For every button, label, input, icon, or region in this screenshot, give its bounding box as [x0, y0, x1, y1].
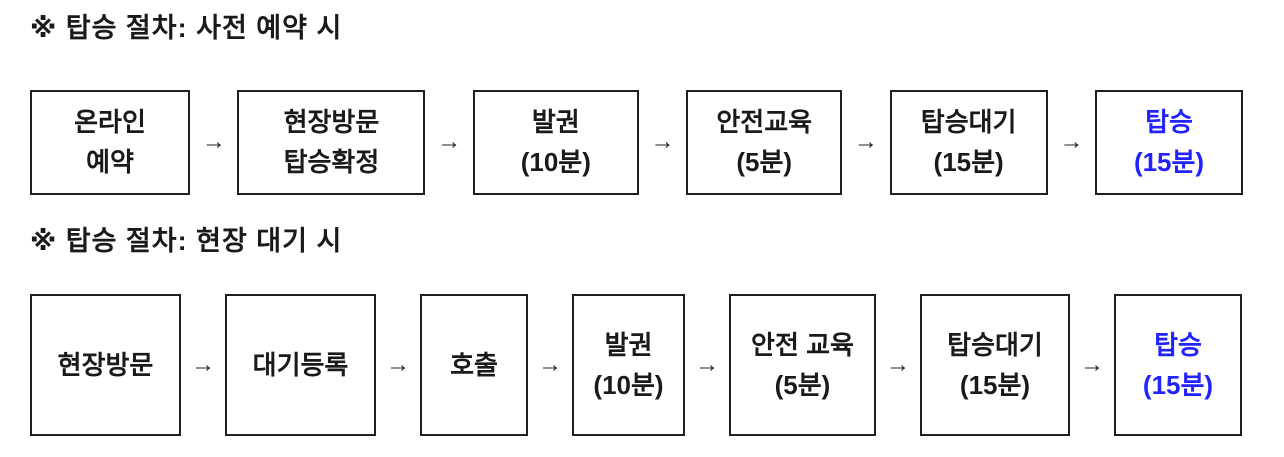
step-label: 발권	[604, 330, 653, 361]
step-label: 현장방문	[283, 106, 380, 137]
step-label: 호출	[450, 350, 498, 381]
step-label: (10분)	[520, 147, 591, 178]
arrow-right-icon: →	[1059, 128, 1084, 156]
step-label: 발권	[531, 106, 580, 137]
flow-step-ticketing: 발권 (10분)	[472, 89, 639, 195]
section-title-reservation: ※ 탑승 절차: 사전 예약 시	[30, 13, 343, 43]
step-label: 탑승	[1145, 106, 1193, 137]
flow-step-safety-training: 안전 교육 (5분)	[729, 294, 876, 437]
step-label: 현장방문	[57, 350, 154, 381]
step-label: 탑승대기	[920, 106, 1017, 137]
arrow-right-icon: →	[386, 351, 410, 379]
step-label: (15분)	[1142, 370, 1214, 401]
flow-step-wait-register: 대기등록	[225, 294, 376, 437]
arrow-right-icon: →	[538, 351, 562, 379]
arrow-right-icon: →	[201, 128, 226, 156]
flow-step-boarding-wait: 탑승대기 (15분)	[889, 89, 1048, 195]
step-label: 예약	[86, 147, 134, 178]
flow-step-safety-training: 안전교육 (5분)	[686, 89, 843, 195]
step-label: 안전 교육	[751, 330, 854, 361]
arrow-right-icon: →	[650, 128, 675, 156]
flow-step-boarding: 탑승 (15분)	[1095, 89, 1244, 195]
arrow-right-icon: →	[853, 128, 878, 156]
step-label: 온라인	[74, 106, 146, 137]
flow-step-visit-confirm: 현장방문 탑승확정	[237, 89, 426, 195]
step-label: (15분)	[959, 370, 1031, 401]
boarding-procedure-diagram: ※ 탑승 절차: 사전 예약 시 온라인 예약 → 현장방문 탑승확정 → 발권…	[30, 13, 1244, 437]
step-label: (15분)	[933, 147, 1004, 178]
step-label: (15분)	[1133, 147, 1205, 178]
flow-step-online-reservation: 온라인 예약	[30, 89, 190, 195]
flow-step-site-visit: 현장방문	[30, 294, 181, 437]
step-label: (5분)	[774, 370, 831, 401]
step-label: 안전교육	[716, 106, 813, 137]
flow-step-call: 호출	[420, 294, 528, 437]
step-label: 대기등록	[252, 350, 349, 381]
flow-reservation: 온라인 예약 → 현장방문 탑승확정 → 발권 (10분) → 안전교육 (5분…	[30, 89, 1244, 195]
step-label: (10분)	[593, 370, 664, 401]
flow-step-boarding-wait: 탑승대기 (15분)	[920, 294, 1070, 437]
flow-step-boarding: 탑승 (15분)	[1114, 294, 1242, 437]
flow-walkin: 현장방문 → 대기등록 → 호출 → 발권 (10분) → 안전 교육 (5분)…	[30, 294, 1242, 437]
arrow-right-icon: →	[695, 351, 719, 379]
arrow-right-icon: →	[1080, 351, 1104, 379]
section-title-walkin: ※ 탑승 절차: 현장 대기 시	[30, 225, 343, 256]
step-label: (5분)	[736, 147, 793, 178]
arrow-right-icon: →	[191, 351, 215, 379]
arrow-right-icon: →	[886, 351, 910, 379]
arrow-right-icon: →	[437, 128, 462, 156]
step-label: 탑승확정	[283, 147, 380, 178]
step-label: 탑승대기	[947, 330, 1043, 361]
flow-step-ticketing: 발권 (10분)	[572, 294, 685, 437]
step-label: 탑승	[1154, 330, 1202, 361]
